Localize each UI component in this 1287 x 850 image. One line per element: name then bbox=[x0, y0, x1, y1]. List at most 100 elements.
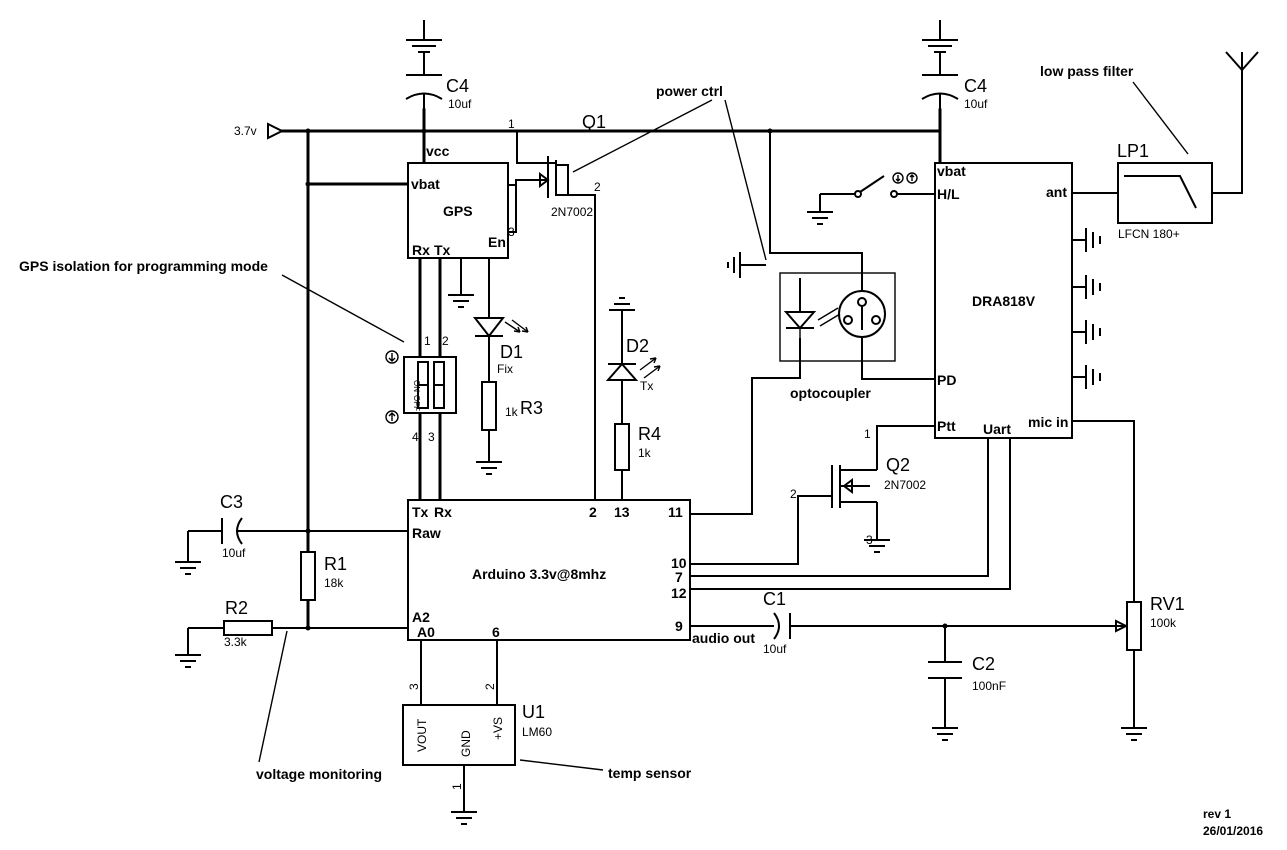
ground-icon bbox=[448, 294, 474, 308]
dra-ptt-pin: Ptt bbox=[937, 418, 956, 434]
dra-ant-pin: ant bbox=[1046, 184, 1067, 200]
mosfet-q1: Q1 2N7002 1 2 bbox=[508, 112, 606, 219]
q2-ref: Q2 bbox=[886, 455, 910, 475]
supply-label: 3.7v bbox=[234, 124, 257, 138]
up-arrow-icon bbox=[385, 410, 399, 424]
dra-hl-pin: H/L bbox=[937, 186, 960, 202]
junctions bbox=[305, 128, 948, 631]
ground-icon bbox=[864, 539, 890, 553]
down-arrow-icon bbox=[385, 350, 399, 364]
arduino-pin-7: 7 bbox=[675, 569, 683, 585]
q1-pin-1: 1 bbox=[508, 117, 515, 131]
c1-ref: C1 bbox=[763, 589, 786, 609]
arduino-pin-12: 12 bbox=[671, 585, 687, 601]
d2-ref: D2 bbox=[626, 336, 649, 356]
gps-module: vcc vbat GPS Rx Tx En 3 bbox=[407, 143, 515, 259]
rv1-value: 100k bbox=[1150, 616, 1177, 630]
potentiometer-rv1: RV1 100k bbox=[1115, 594, 1185, 651]
down-arrow-icon bbox=[892, 172, 904, 184]
capacitor-c3: C3 10uf bbox=[220, 492, 246, 560]
up-arrow-icon bbox=[906, 172, 918, 184]
r4-value: 1k bbox=[638, 446, 652, 460]
gps-rx-pin: Rx bbox=[412, 242, 430, 258]
c4-right-ref: C4 bbox=[964, 76, 987, 96]
ground-icon bbox=[932, 727, 958, 741]
c2-value: 100nF bbox=[972, 679, 1006, 693]
low-pass-filter-note: low pass filter bbox=[1040, 63, 1134, 79]
annotations: power ctrl low pass filter GPS isolation… bbox=[19, 63, 1263, 838]
lp1-value: LFCN 180+ bbox=[1118, 227, 1180, 241]
voltage-monitoring-note: voltage monitoring bbox=[256, 766, 382, 782]
led-d2: D2 Tx bbox=[605, 336, 661, 393]
gps-tx-pin: Tx bbox=[434, 242, 451, 258]
r1-value: 18k bbox=[324, 576, 344, 590]
q1-ref: Q1 bbox=[582, 112, 606, 132]
gps-en-pin-number: 3 bbox=[508, 225, 515, 239]
led-d1: D1 Fix bbox=[472, 317, 529, 376]
q1-pin-2: 2 bbox=[594, 180, 601, 194]
c1-value: 10uf bbox=[763, 642, 787, 656]
ground-icon bbox=[807, 211, 833, 225]
arduino-a0-pin: A0 bbox=[417, 624, 435, 640]
audio-out-label: audio out bbox=[692, 630, 755, 646]
dra-mic-pin: mic in bbox=[1028, 414, 1068, 430]
ground-icon bbox=[1085, 365, 1101, 389]
r1-ref: R1 bbox=[324, 554, 347, 574]
ground-icon bbox=[1085, 228, 1101, 252]
c4-left-ref: C4 bbox=[446, 76, 469, 96]
ground-icon bbox=[609, 297, 635, 311]
c2-ref: C2 bbox=[972, 654, 995, 674]
lowpass-filter-lp1: LP1 LFCN 180+ bbox=[1117, 141, 1213, 241]
switch-pin-4: 4 bbox=[412, 430, 419, 444]
temp-sensor-note: temp sensor bbox=[608, 765, 692, 781]
resistor-r2: R2 3.3k bbox=[223, 598, 273, 649]
power-ctrl-note: power ctrl bbox=[656, 83, 723, 99]
dip-switch: 1 2 3 4 ON OFF bbox=[385, 334, 457, 444]
arduino-tx-pin: Tx bbox=[412, 504, 429, 520]
switch-on-label: ON bbox=[412, 380, 421, 392]
r2-ref: R2 bbox=[225, 598, 248, 618]
rv1-ref: RV1 bbox=[1150, 594, 1185, 614]
ground-icon bbox=[175, 561, 201, 575]
switch-pin-1: 1 bbox=[424, 334, 431, 348]
c4-right-value: 10uf bbox=[964, 97, 988, 111]
ground-symbols bbox=[175, 20, 1147, 825]
revision-date: 26/01/2016 bbox=[1203, 824, 1263, 838]
gps-name: GPS bbox=[443, 203, 473, 219]
ground-icon bbox=[1121, 727, 1147, 741]
revision-label: rev 1 bbox=[1203, 807, 1231, 821]
arduino-pin-11: 11 bbox=[668, 504, 683, 520]
u1-ref: U1 bbox=[522, 702, 545, 722]
capacitor-c4-right: C4 10uf bbox=[921, 74, 988, 111]
arduino-name: Arduino 3.3v@8mhz bbox=[472, 566, 606, 582]
arduino-a2-pin: A2 bbox=[412, 609, 430, 625]
capacitor-c1: C1 10uf bbox=[763, 589, 791, 656]
dra-vbat-pin: vbat bbox=[937, 163, 966, 179]
dra-uart-pin: Uart bbox=[983, 421, 1011, 437]
arduino-pin-2: 2 bbox=[589, 504, 597, 520]
switch-off-label: OFF bbox=[412, 395, 421, 411]
capacitor-c4-left: C4 10uf bbox=[405, 74, 472, 111]
lp1-ref: LP1 bbox=[1117, 141, 1149, 161]
gps-en-pin: En bbox=[488, 234, 506, 250]
gps-vbat-pin: vbat bbox=[411, 176, 440, 192]
dra818v-module: vbat H/L ant DRA818V PD Ptt Uart mic in bbox=[934, 162, 1073, 439]
d1-ref: D1 bbox=[500, 342, 523, 362]
resistor-r1: R1 18k bbox=[300, 551, 347, 601]
r3-value: 1k bbox=[505, 405, 519, 419]
arduino-pin-6: 6 bbox=[492, 624, 500, 640]
c4-left-value: 10uf bbox=[448, 97, 472, 111]
c3-value: 10uf bbox=[222, 546, 246, 560]
lm60-vs-pin: +VS bbox=[491, 717, 505, 740]
capacitor-c2: C2 100nF bbox=[928, 654, 1006, 693]
optocoupler-note: optocoupler bbox=[790, 385, 871, 401]
r4-ref: R4 bbox=[638, 424, 661, 444]
arduino-rx-pin: Rx bbox=[434, 504, 452, 520]
resistor-r3: 1k R3 bbox=[481, 381, 543, 431]
arduino-pin-9: 9 bbox=[675, 618, 683, 634]
lm60-sensor: VOUT GND +VS 3 2 1 U1 LM60 bbox=[402, 683, 552, 790]
q2-pin-2: 2 bbox=[790, 487, 797, 501]
gps-vcc-pin: vcc bbox=[426, 143, 450, 159]
r2-value: 3.3k bbox=[224, 635, 248, 649]
